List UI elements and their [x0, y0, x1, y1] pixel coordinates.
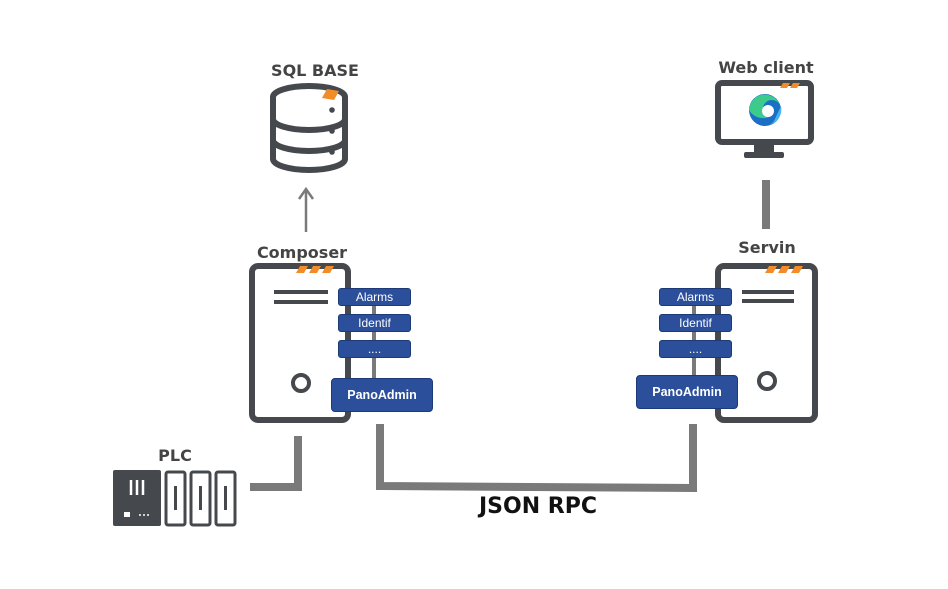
plc-rack-icon: [113, 470, 237, 527]
composer-label: Composer: [256, 243, 348, 262]
plc-composer-link: [250, 436, 302, 491]
servin-module-more: ....: [659, 340, 732, 358]
arrow-up-icon: [297, 186, 315, 232]
servin-module-identif: Identif: [659, 314, 732, 332]
servin-label: Servin: [738, 238, 796, 257]
json-rpc-link: [376, 424, 697, 493]
composer-module-alarms: Alarms: [338, 288, 411, 306]
servin-module-alarms: Alarms: [659, 288, 732, 306]
json-rpc-label: JSON RPC: [478, 494, 598, 519]
connector-lines: [250, 180, 770, 493]
edge-browser-icon: [749, 94, 782, 126]
sql-base-label: SQL BASE: [271, 61, 359, 80]
database-icon: [270, 83, 348, 173]
plc-label: PLC: [158, 446, 192, 465]
web-client-label: Web client: [718, 58, 814, 77]
composer-module-more: ....: [338, 340, 411, 358]
composer-panoadmin: PanoAdmin: [331, 378, 433, 412]
composer-module-identif: Identif: [338, 314, 411, 332]
servin-panoadmin: PanoAdmin: [636, 375, 738, 409]
